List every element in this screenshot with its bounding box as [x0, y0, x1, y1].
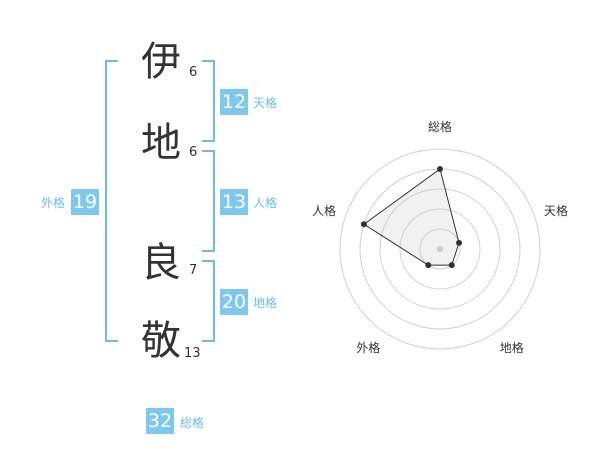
jinkaku-badge: 13 [220, 189, 248, 215]
stroke-count-1: 6 [189, 65, 198, 80]
tenkaku-badge: 12 [220, 89, 248, 115]
jinkaku-label: 人格 [253, 196, 278, 210]
radar-point-5 [360, 221, 367, 228]
gaikaku-bracket [105, 60, 118, 342]
radar-axis-label-2: 天格 [544, 204, 569, 219]
radar-point-2 [456, 239, 463, 246]
radar-axis-label-1: 総格 [428, 120, 453, 134]
name-char-2: 地 [141, 120, 181, 166]
name-char-3: 良 [141, 240, 181, 286]
radar-ring [419, 228, 461, 270]
radar-point-1 [437, 166, 443, 172]
radar-ring [339, 148, 541, 350]
radar-axis-label-4: 外格 [356, 340, 381, 355]
chikaku-badge: 20 [220, 289, 248, 315]
radar-center [437, 246, 443, 252]
radar-axis-label-5: 人格 [311, 204, 336, 219]
chikaku-bracket [202, 260, 215, 342]
name-char-4: 敬 [141, 318, 181, 364]
jinkaku-bracket [202, 150, 215, 252]
stroke-count-2: 6 [189, 145, 198, 160]
stroke-count-4: 13 [184, 346, 201, 361]
radar-axis-label-3: 地格 [499, 340, 524, 355]
gaikaku-badge: 19 [71, 189, 99, 215]
tenkaku-bracket [202, 60, 215, 142]
chikaku-label: 地格 [253, 296, 278, 310]
radar-point-4 [425, 262, 432, 269]
tenkaku-label: 天格 [253, 96, 278, 110]
stroke-count-3: 7 [189, 263, 198, 278]
name-char-1: 伊 [141, 39, 181, 85]
radar-series-polygon [363, 168, 460, 266]
radar-ring [399, 208, 481, 290]
radar-point-3 [448, 262, 455, 269]
soukaku-badge: 32 [146, 408, 174, 434]
soukaku-label: 総格 [180, 416, 205, 430]
gaikaku-label: 外格 [41, 196, 66, 210]
radar-ring [379, 188, 501, 310]
